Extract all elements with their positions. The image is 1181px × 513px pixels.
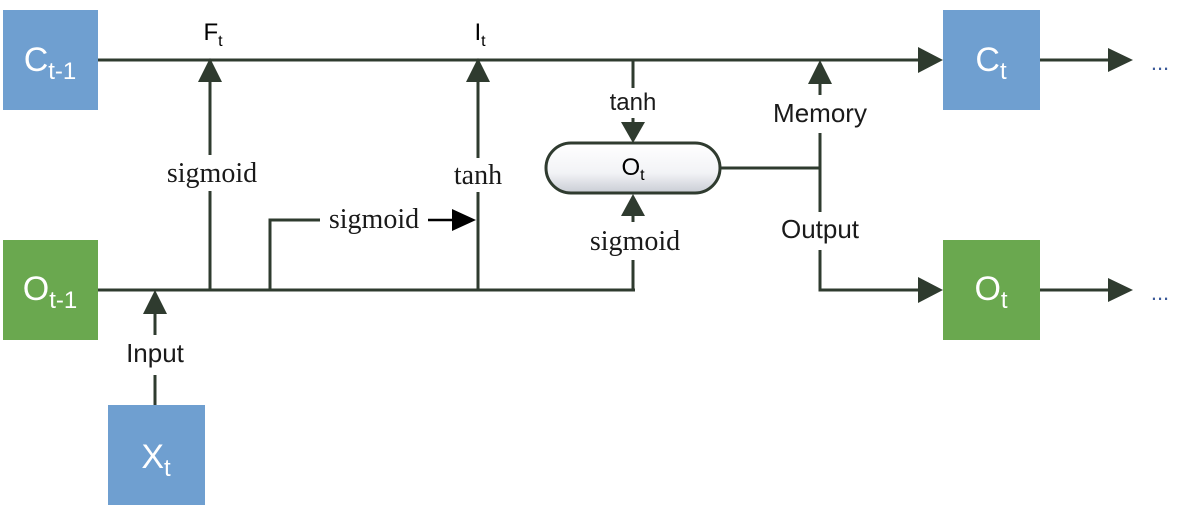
state-boxes: Ct-1 Ct Ot-1 Ot Xt Ot	[3, 10, 1040, 505]
tanh-input-label: tanh	[454, 160, 502, 191]
c-prev-rect	[3, 10, 98, 110]
o-next-rect	[943, 240, 1040, 340]
o-prev-label: Ot-1	[23, 270, 77, 314]
c-prev-label: Ct-1	[24, 41, 77, 85]
c-next-rect	[943, 10, 1040, 110]
output-arrowhead	[918, 277, 943, 303]
c-next-box: Ct	[943, 10, 1040, 110]
gate-labels: Ft It	[203, 19, 486, 50]
o-gate-pill: Ot	[544, 141, 722, 195]
next-cell-arrowhead	[1108, 48, 1133, 72]
input-gate-label: It	[474, 19, 486, 50]
x-input-rect	[108, 405, 205, 505]
input-arrowhead	[143, 290, 167, 314]
o-next-box: Ot	[943, 240, 1040, 340]
sigmoid-branch-arrowhead	[452, 209, 476, 231]
tanh-input-bg	[440, 158, 516, 192]
memory-arrowhead	[808, 60, 832, 84]
input-gate-arrowhead	[466, 58, 490, 82]
sigmoid-branch-line	[268, 218, 320, 290]
sigmoid-branch-label: sigmoid	[329, 204, 419, 235]
cell-state-arrowhead	[918, 47, 943, 73]
output-line-lower	[818, 250, 918, 292]
forget-gate-arrowhead	[198, 58, 222, 82]
ellipsis-bottom: ...	[1151, 280, 1169, 305]
memory-label: Memory	[773, 98, 867, 128]
o-gate-pill-rect	[544, 141, 722, 195]
sigmoid-forget-bg	[150, 155, 270, 191]
sigmoid-output-label: sigmoid	[590, 226, 680, 257]
tanh-arrowhead	[621, 122, 645, 143]
x-input-label: Xt	[141, 438, 171, 482]
forget-gate-label: Ft	[203, 19, 223, 50]
output-label: Output	[781, 214, 860, 244]
sigmoid-output-arrowhead	[621, 194, 645, 216]
tanh-top-label: tanh	[610, 89, 657, 116]
ellipsis-top: ...	[1151, 50, 1169, 75]
next-hidden-arrowhead	[1108, 278, 1133, 302]
x-input-box: Xt	[108, 405, 205, 505]
c-next-label: Ct	[975, 41, 1007, 85]
o-next-label: Ot	[974, 270, 1007, 314]
o-prev-rect	[3, 240, 98, 340]
input-label: Input	[126, 338, 185, 368]
sigmoid-forget-label: sigmoid	[167, 158, 257, 189]
c-prev-box: Ct-1	[3, 10, 98, 110]
o-prev-box: Ot-1	[3, 240, 98, 340]
function-labels: sigmoid tanh sigmoid tanh sigmoid Memory…	[126, 50, 1169, 368]
o-gate-label: Ot	[621, 154, 645, 184]
